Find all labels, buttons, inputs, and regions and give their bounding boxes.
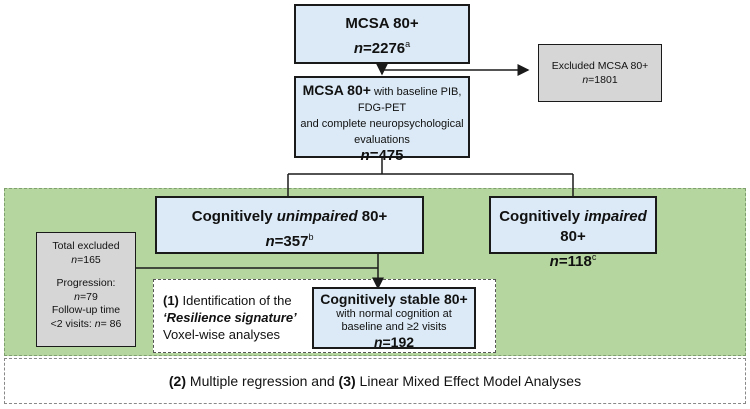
stable-n-label: n [373, 334, 383, 350]
followup-n-label: n [94, 317, 101, 330]
unimpaired-pre: Cognitively [191, 208, 277, 225]
stable-title: Cognitively stable 80+ [320, 291, 468, 307]
impaired-pre: Cognitively [499, 208, 585, 225]
impaired-footnote: c [591, 252, 597, 262]
stable-n: =192 [382, 334, 415, 350]
method-2-number: (2) [168, 373, 187, 389]
unimpaired-post: 80+ [357, 208, 388, 225]
mcsa-total-title: MCSA 80+ [345, 15, 419, 32]
resilience-text: (1) Identification of the ‘Resilience si… [163, 292, 311, 343]
impaired-post: 80+ [560, 228, 586, 245]
baseline-desc-1: with baseline PIB, FDG-PET [357, 86, 462, 114]
method-3-label: Linear Mixed Effect Model Analyses [355, 373, 582, 389]
stable-desc-1: with normal cognition at [336, 308, 452, 320]
excluded-n-label: n [582, 74, 589, 86]
baseline-n: =475 [369, 147, 404, 164]
excluded-n: =1801 [588, 74, 618, 86]
impaired-n: =118 [558, 253, 592, 270]
total-excluded-box: Total excluded n=165 Progression: n=79 F… [36, 232, 136, 347]
baseline-n-label: n [360, 147, 370, 164]
progression-n-label: n [74, 290, 81, 303]
excluded-box: Excluded MCSA 80+ n=1801 [538, 44, 662, 102]
impaired-box: Cognitively impaired 80+ n=118c [489, 196, 657, 270]
stable-box: Cognitively stable 80+ with normal cogni… [312, 287, 476, 350]
progression-n: =79 [80, 290, 98, 303]
unimpaired-footnote: b [308, 232, 314, 242]
voxelwise-label: Voxel-wise analyses [163, 327, 281, 342]
followup-label: Follow-up time [51, 304, 121, 316]
resilience-number: (1) [163, 293, 179, 308]
method-3-number: (3) [338, 373, 356, 389]
mcsa-total-footnote: a [405, 39, 411, 49]
mcsa-total-n: =2276 [363, 40, 406, 57]
impaired-n-label: n [549, 253, 559, 270]
unimpaired-n: =357 [274, 233, 309, 250]
progression-label: Progression: [56, 277, 116, 289]
excluded-title: Excluded MCSA 80+ [551, 60, 649, 72]
baseline-title: MCSA 80+ [302, 82, 371, 98]
unimpaired-box: Cognitively unimpaired 80+ n=357b [155, 196, 424, 254]
analysis-methods-box: (2) Multiple regression and (3) Linear M… [4, 358, 746, 404]
total-excluded-n-label: n [71, 253, 78, 266]
mcsa-total-n-label: n [353, 40, 363, 57]
baseline-box: MCSA 80+ with baseline PIB, FDG-PET and … [294, 76, 470, 164]
baseline-desc-3: evaluations [354, 134, 410, 146]
followup-n: = 86 [100, 317, 122, 330]
resilience-line-1: Identification of the [178, 293, 292, 308]
followup-visits-label: <2 visits: [50, 317, 95, 330]
total-excluded-title: Total excluded [52, 240, 120, 252]
mcsa-total-box: MCSA 80+ n=2276a [294, 4, 470, 64]
resilience-signature-label: ‘Resilience signature’ [163, 310, 297, 325]
total-excluded-n: =165 [77, 253, 101, 266]
unimpaired-n-label: n [265, 233, 275, 250]
impaired-italic: impaired [584, 208, 647, 225]
method-2-label: Multiple regression and [186, 373, 339, 389]
stable-desc-2: baseline and ≥2 visits [341, 321, 447, 333]
unimpaired-italic: unimpaired [276, 208, 358, 225]
baseline-desc-2: and complete neuropsychological [300, 118, 464, 130]
